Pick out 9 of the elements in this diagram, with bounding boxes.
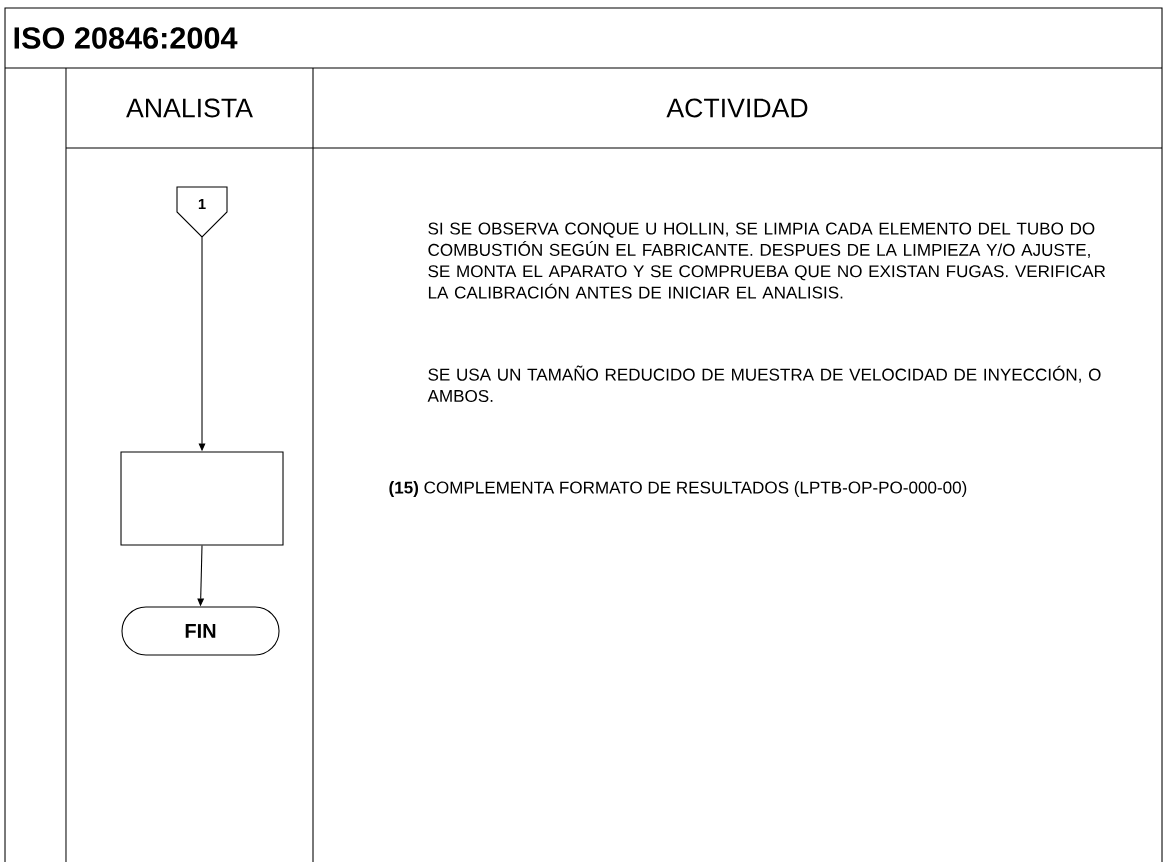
column-header: ANALISTA bbox=[126, 98, 253, 118]
process-box bbox=[120, 451, 284, 546]
off-page-connector: 1 bbox=[176, 186, 228, 238]
column-header: ACTIVIDAD bbox=[666, 98, 808, 118]
title: ISO 20846:2004 bbox=[14, 27, 238, 49]
paragraph: SE USA UN TAMAÑO REDUCIDO DE MUESTRA DE VELOCIDAD DE INYECCIÓN, O AMBOS. bbox=[427, 365, 1101, 402]
terminator: FIN bbox=[121, 606, 280, 656]
paragraph: SI SE OBSERVA CONQUE U HOLLIN, SE LIMPIA CADA ELEMENTO DEL TUBO DO COMBUSTIÓN SEGÚN EL FABRICANTE. DESPUES DE LA LIMPIEZA Y/O AJUSTE, SE MONTA EL APARATO Y SE COMPRUEBA QUE NO EXISTAN FUGAS. VERIFICAR LA CALIBRACIÓN ANTES DE INICIAR EL ANALISIS. bbox=[428, 222, 1106, 299]
activity-text: (15) COMPLEMENTA FORMATO DE RESULTADOS (LPTB-OP-PO-000-00) bbox=[389, 481, 967, 497]
